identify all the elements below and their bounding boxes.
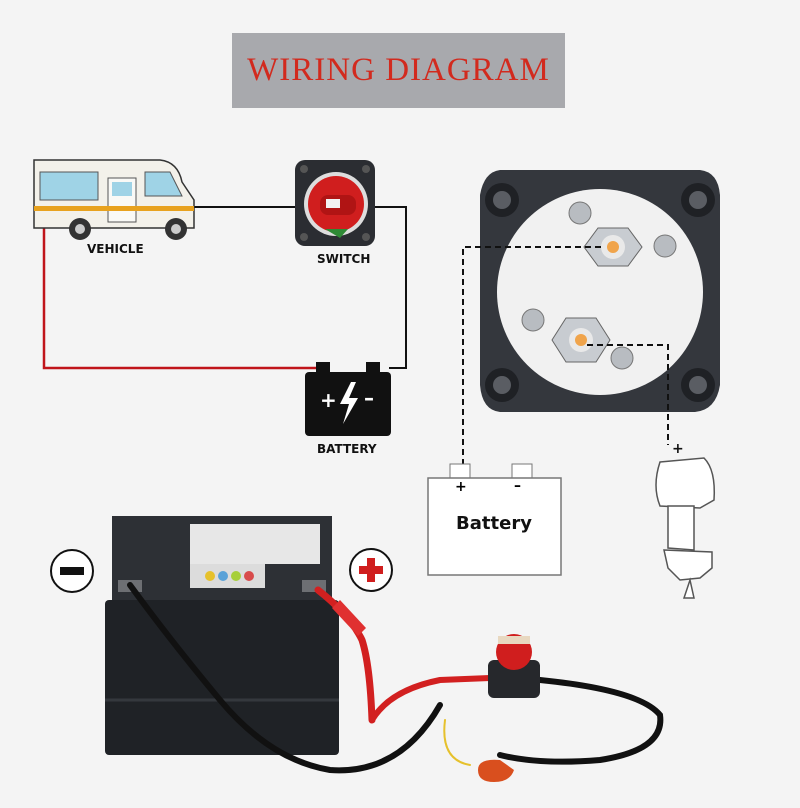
vehicle-icon — [33, 159, 195, 240]
switch-label: SWITCH — [317, 252, 371, 266]
negative-terminal-icon — [50, 549, 94, 593]
battery-box-label: Battery — [456, 513, 532, 534]
dashed-wires — [462, 246, 669, 465]
positive-terminal-icon — [349, 548, 393, 592]
switch-base — [480, 170, 720, 412]
battery-symbol: + – — [305, 362, 391, 436]
battery-symbol-label: BATTERY — [317, 442, 377, 456]
vehicle-label: VEHICLE — [87, 242, 144, 256]
diagram-title: WIRING DIAGRAM — [247, 52, 550, 88]
schematic-wires — [42, 206, 407, 370]
title-banner: WIRING DIAGRAM — [232, 33, 565, 108]
remote-switch — [488, 634, 540, 698]
battery-symbol-minus: – — [364, 386, 374, 410]
outboard-motor-icon: + — [655, 441, 716, 599]
battery-box-plus: + — [455, 479, 467, 495]
red-lug — [332, 600, 366, 636]
car-battery — [105, 516, 339, 755]
battery-symbol-plus: + — [320, 388, 337, 412]
battery-box: + – Battery — [427, 463, 562, 576]
battery-box-minus: – — [514, 478, 521, 494]
motor-plus: + — [672, 441, 684, 457]
switch-icon — [295, 160, 375, 246]
cables — [127, 582, 664, 774]
indicator-light — [478, 759, 514, 782]
